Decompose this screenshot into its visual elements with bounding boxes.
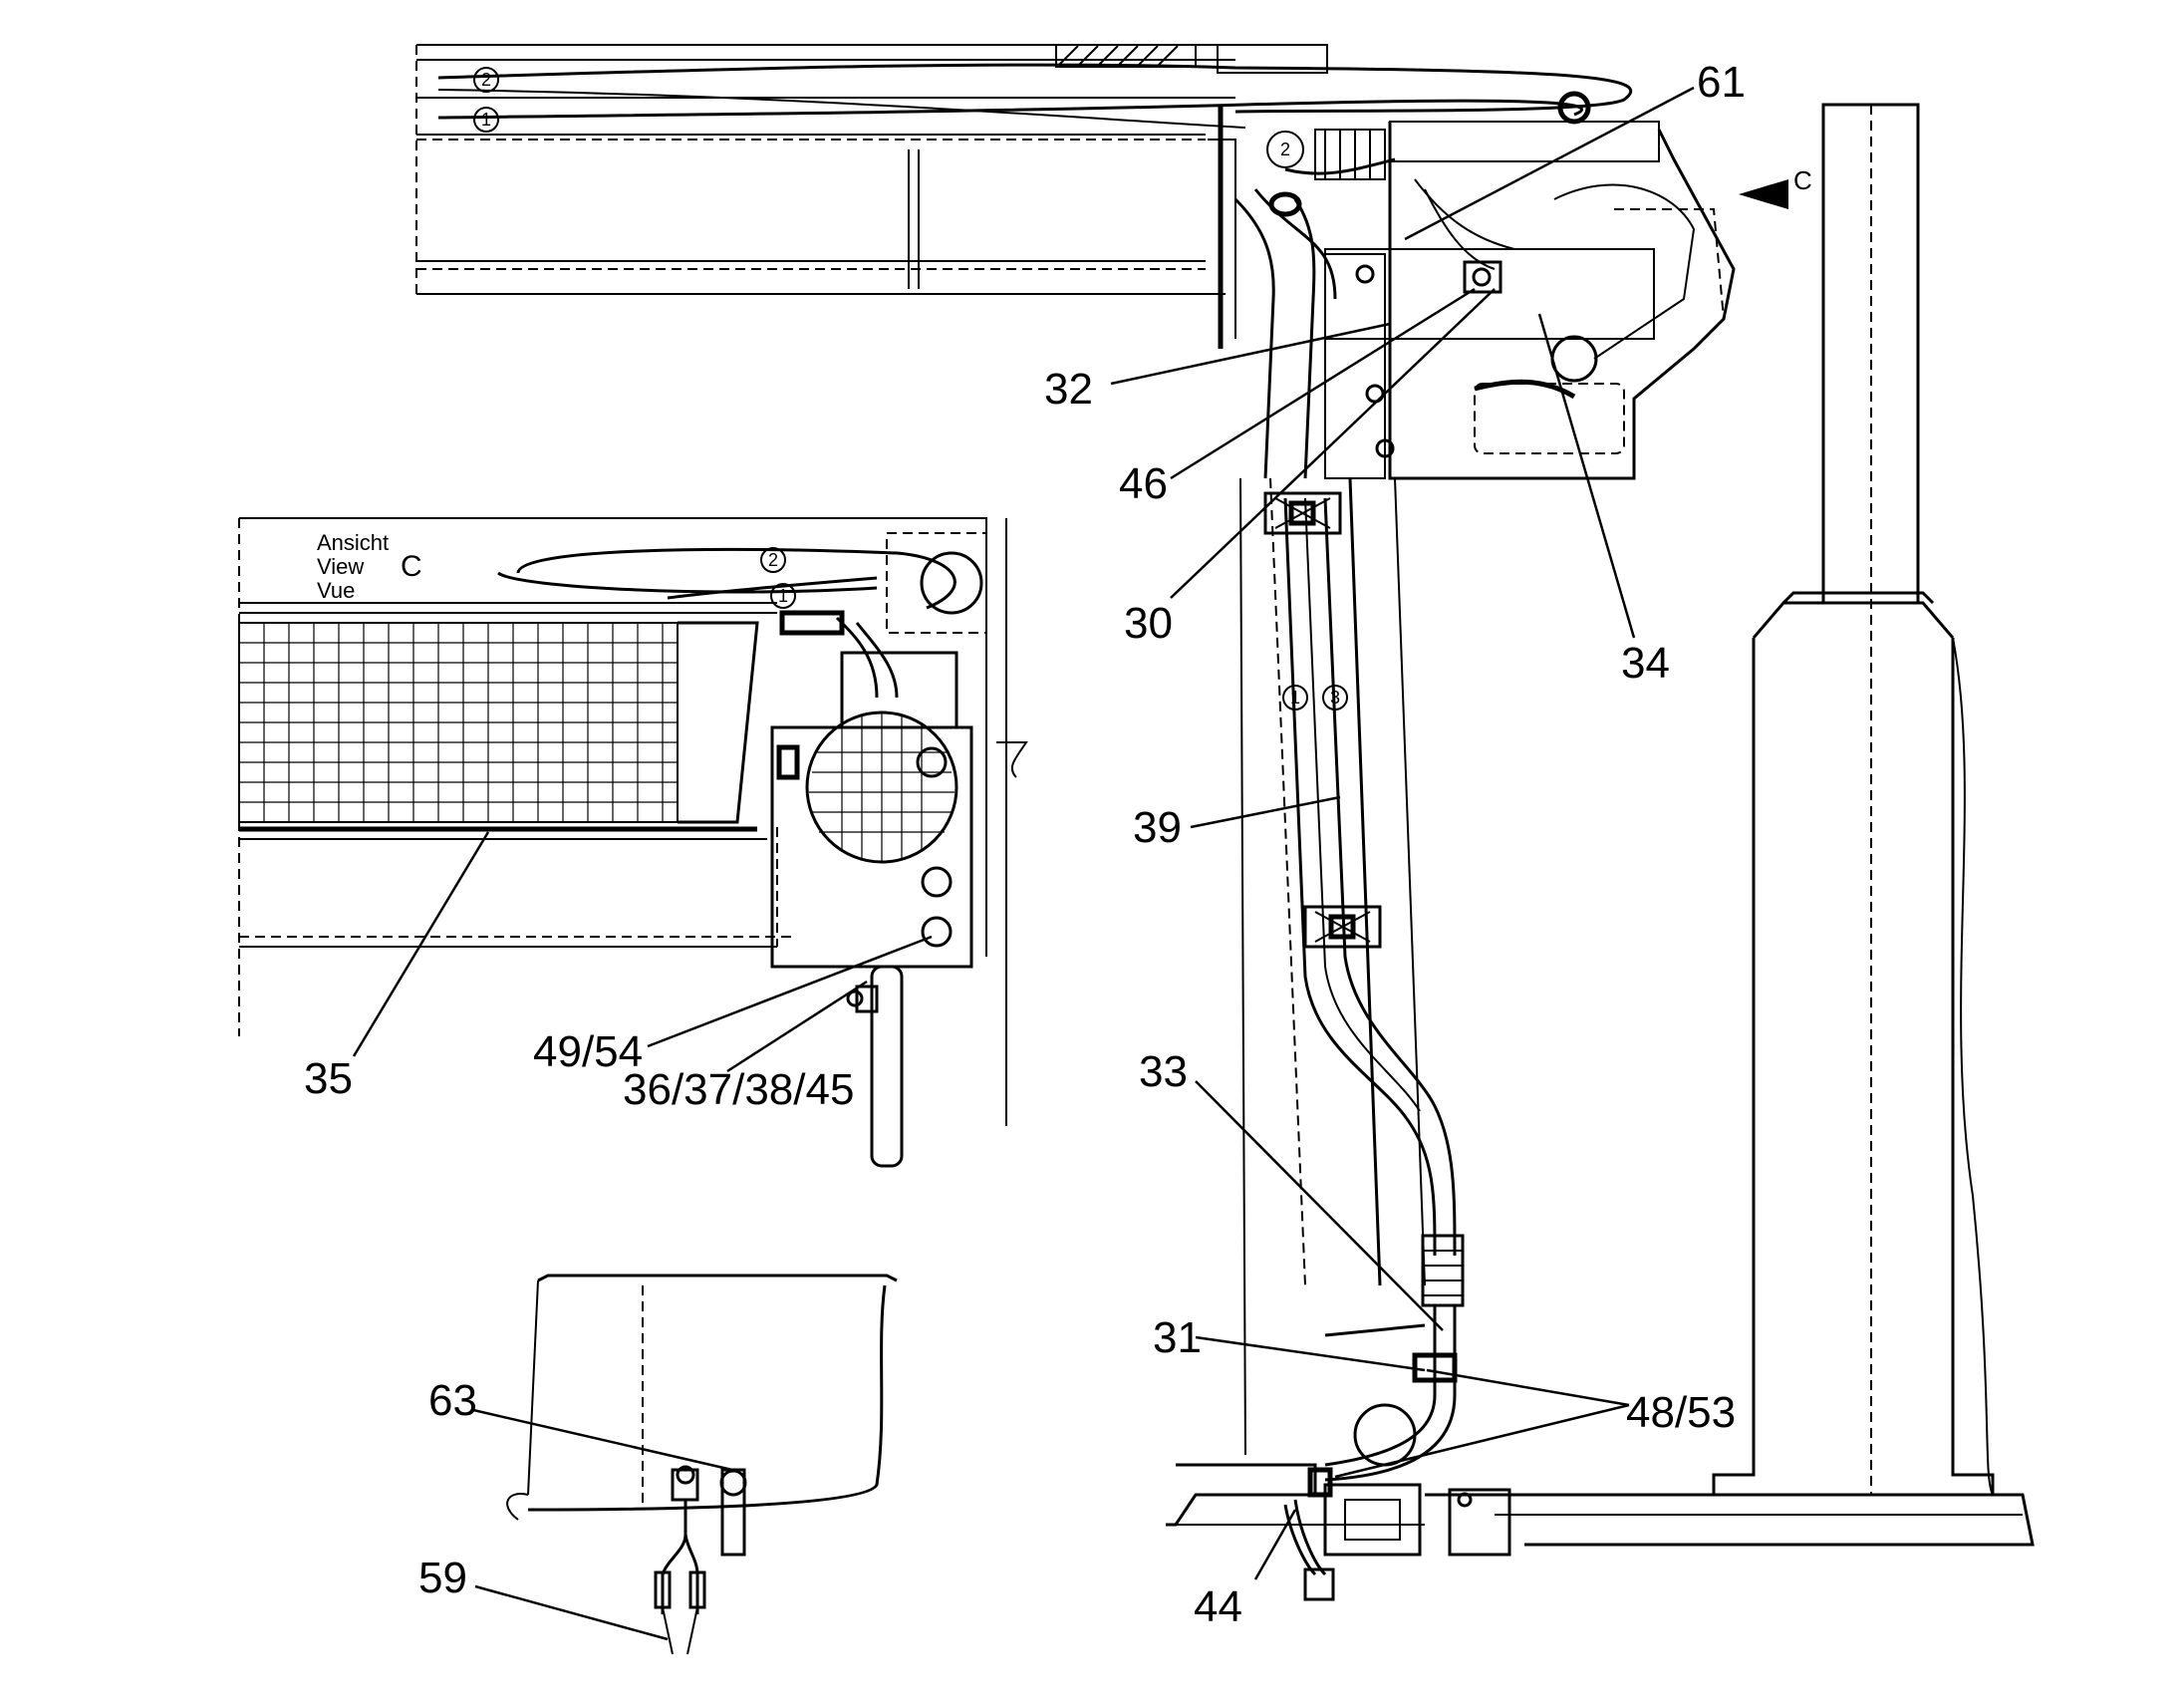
- boom-top-section: 2 1: [415, 44, 1633, 295]
- callout-36-45: 36/37/38/45: [623, 1065, 854, 1114]
- view-arrow-letter: C: [1793, 165, 1812, 195]
- hose-marker: 2: [481, 70, 491, 90]
- view-caption-line2: View: [317, 554, 364, 579]
- callout-35: 35: [304, 1054, 353, 1103]
- callout-44: 44: [1194, 1582, 1242, 1631]
- callout-46: 46: [1119, 459, 1168, 508]
- callout-34: 34: [1621, 639, 1670, 688]
- callout-31: 31: [1153, 1313, 1202, 1362]
- lower-detail: [506, 1274, 898, 1655]
- view-caption-line3: Vue: [317, 578, 355, 603]
- callout-49-54: 49/54: [533, 1027, 643, 1076]
- hose-marker: 2: [768, 550, 778, 570]
- callout-48-53: 48/53: [1626, 1388, 1736, 1437]
- callout-61: 61: [1697, 58, 1746, 107]
- callouts: 61 32 46 30 34 39 33 31 48/53 44 35 49/5…: [304, 58, 1746, 1631]
- boom-arm: 1 3: [1166, 477, 1465, 1601]
- callout-32: 32: [1044, 365, 1093, 414]
- hose-marker: 1: [481, 110, 491, 130]
- callout-63: 63: [428, 1376, 477, 1425]
- boom-head-bracket: 2: [1208, 105, 1736, 480]
- leader-lines: [352, 86, 1695, 1641]
- callout-33: 33: [1139, 1047, 1188, 1096]
- hose-marker: 1: [1290, 688, 1300, 708]
- hose-marker: 3: [1330, 688, 1340, 708]
- view-caption-letter: C: [401, 550, 422, 583]
- column-post: [1323, 103, 2035, 1557]
- view-caption-line1: Ansicht: [317, 530, 389, 555]
- callout-30: 30: [1124, 599, 1173, 648]
- view-c-inset: 2 1 Ansicht View Vue C: [238, 517, 1028, 1168]
- hose-marker: 1: [778, 586, 788, 606]
- callout-59: 59: [418, 1554, 467, 1602]
- hose-marker: 2: [1280, 140, 1290, 159]
- callout-39: 39: [1133, 803, 1182, 852]
- view-arrow-c: C: [1739, 165, 1812, 209]
